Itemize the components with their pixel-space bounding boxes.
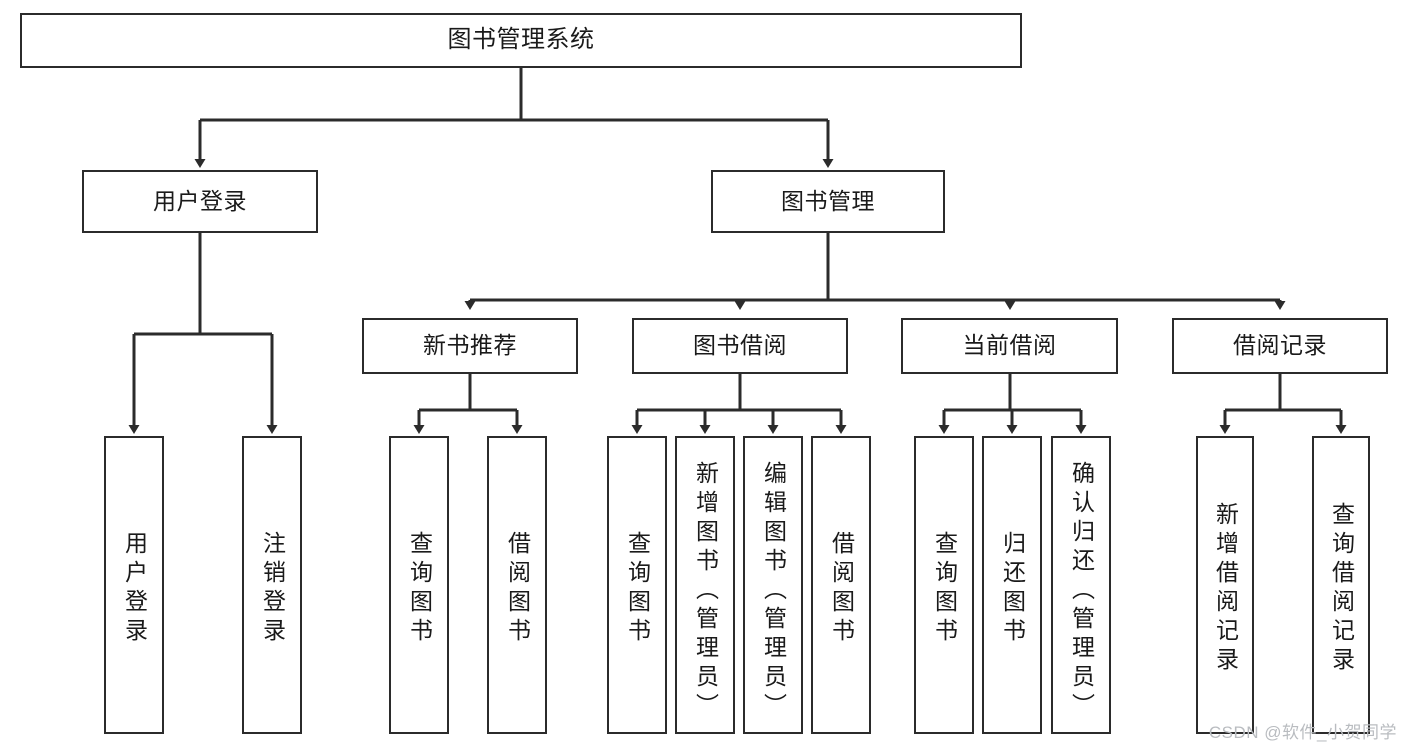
node-leaf-confirm-return[interactable]: 确认归还（管理员） [1051, 436, 1111, 734]
node-label: 图书借阅 [693, 332, 787, 359]
node-leaf-add-record[interactable]: 新增借阅记录 [1196, 436, 1254, 734]
node-leaf-user-login[interactable]: 用户登录 [104, 436, 164, 734]
node-label: 归还图书 [999, 531, 1026, 647]
node-label: 查询借阅记录 [1328, 502, 1355, 676]
node-new-book-recommend[interactable]: 新书推荐 [362, 318, 578, 374]
node-label: 查询图书 [624, 531, 651, 647]
node-leaf-user-logout[interactable]: 注销登录 [242, 436, 302, 734]
node-current-borrow[interactable]: 当前借阅 [901, 318, 1118, 374]
node-label: 编辑图书（管理员） [760, 460, 787, 722]
node-leaf-return-book[interactable]: 归还图书 [982, 436, 1042, 734]
node-label: 当前借阅 [962, 332, 1057, 359]
node-leaf-add-book[interactable]: 新增图书（管理员） [675, 436, 735, 734]
node-label: 用户登录 [153, 187, 247, 214]
node-book-borrow[interactable]: 图书借阅 [632, 318, 848, 374]
node-label: 新书推荐 [423, 332, 517, 359]
node-leaf-query-record[interactable]: 查询借阅记录 [1312, 436, 1370, 734]
node-leaf-borrow-book-2[interactable]: 借阅图书 [811, 436, 871, 734]
node-label: 借阅图书 [828, 531, 855, 647]
node-leaf-borrow-book-1[interactable]: 借阅图书 [487, 436, 547, 734]
node-book-management[interactable]: 图书管理 [711, 170, 945, 233]
node-label: 注销登录 [259, 531, 286, 647]
node-label: 新增图书（管理员） [692, 460, 719, 722]
node-root-system[interactable]: 图书管理系统 [20, 13, 1022, 68]
node-label: 图书管理 [781, 187, 875, 214]
node-label: 新增借阅记录 [1212, 502, 1239, 676]
node-leaf-edit-book[interactable]: 编辑图书（管理员） [743, 436, 803, 734]
node-label: 查询图书 [406, 531, 433, 647]
node-label: 图书管理系统 [447, 26, 595, 54]
node-user-login[interactable]: 用户登录 [82, 170, 318, 233]
node-label: 用户登录 [121, 531, 148, 647]
node-label: 借阅记录 [1233, 332, 1327, 359]
node-label: 借阅图书 [504, 531, 531, 647]
node-leaf-query-book-1[interactable]: 查询图书 [389, 436, 449, 734]
node-label: 查询图书 [931, 531, 958, 647]
watermark: CSDN @软件_小贺同学 [1208, 723, 1397, 742]
node-leaf-query-book-2[interactable]: 查询图书 [607, 436, 667, 734]
node-label: 确认归还（管理员） [1068, 460, 1095, 722]
node-leaf-query-book-3[interactable]: 查询图书 [914, 436, 974, 734]
node-borrow-record[interactable]: 借阅记录 [1172, 318, 1388, 374]
